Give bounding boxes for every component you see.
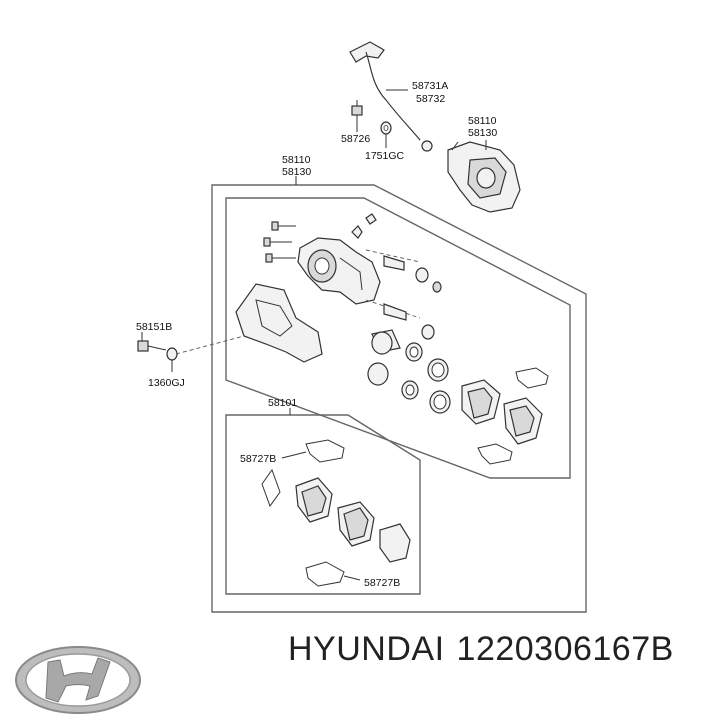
caliper-parts-frame <box>225 197 571 479</box>
brake-hose <box>349 41 433 152</box>
brand-part-caption: HYUNDAI 1220306167B <box>288 630 686 669</box>
caliper-frame <box>211 184 587 613</box>
guide-washer <box>166 347 178 361</box>
brand-name: HYUNDAI <box>288 630 445 668</box>
label-main-b: 58130 <box>282 166 311 178</box>
guide-bolt <box>137 340 167 352</box>
label-clip-top: 58727B <box>240 453 276 465</box>
label-hose-a: 58731A <box>412 80 448 92</box>
label-guide-washer: 1360GJ <box>148 377 185 389</box>
label-hose-b: 58732 <box>416 93 445 105</box>
pad-kit-pads <box>295 477 411 563</box>
caliper-bracket <box>175 283 323 363</box>
pad-kit-clip-top <box>261 439 345 508</box>
label-bolt: 58726 <box>341 133 370 145</box>
label-clip-bottom: 58727B <box>364 577 400 589</box>
label-pad-kit: 58101 <box>268 397 297 409</box>
caliper-assembly-small <box>447 141 521 213</box>
label-main-a: 58110 <box>282 154 311 166</box>
hose-bolt <box>351 100 363 124</box>
pad-kit-clip-bottom <box>305 561 345 587</box>
bleeder-bolts <box>263 213 377 263</box>
caliper-housing <box>297 237 381 305</box>
hose-washer <box>380 121 392 135</box>
part-number: 1220306167B <box>456 630 674 668</box>
guide-pins <box>365 249 442 340</box>
pad-clips-main <box>477 367 549 465</box>
pad-kit-frame <box>225 414 421 595</box>
brake-pads-main <box>461 379 543 445</box>
leader-lines <box>141 124 487 581</box>
hyundai-logo <box>15 646 141 714</box>
label-caliper-b: 58130 <box>468 127 497 139</box>
pistons-and-seals <box>367 329 451 414</box>
label-caliper-a: 58110 <box>468 115 497 127</box>
label-washer: 1751GC <box>365 150 405 162</box>
label-guide-bolt: 58151B <box>136 321 172 333</box>
